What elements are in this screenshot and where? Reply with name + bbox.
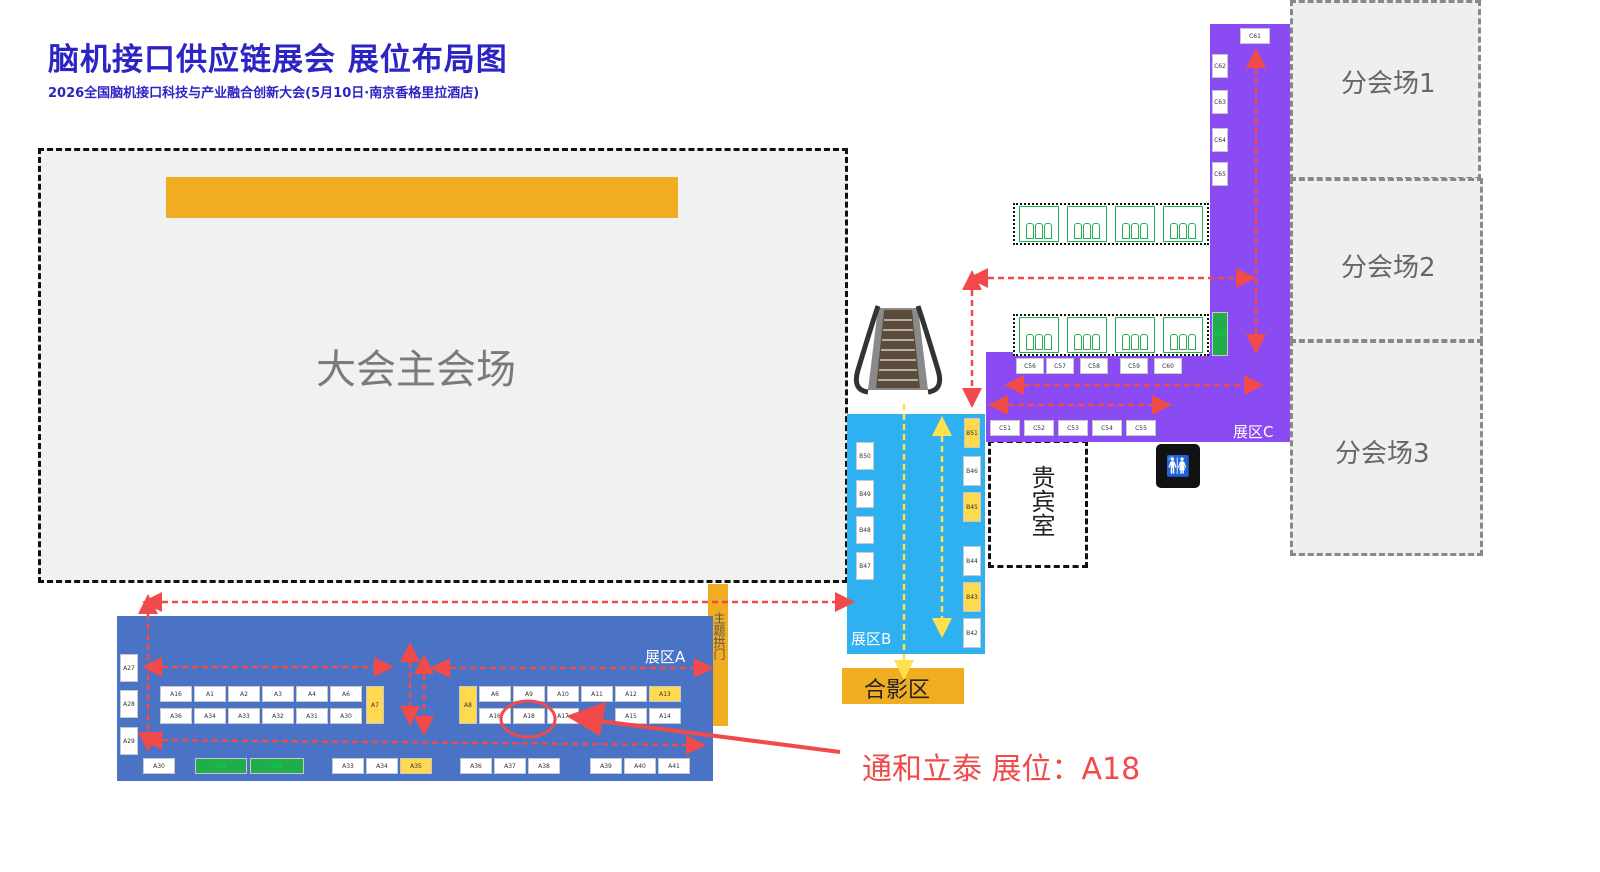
booth-b-top[interactable]: B51 xyxy=(964,418,980,448)
booth-c-51[interactable]: C51 xyxy=(990,420,1020,436)
booth-b-42[interactable]: B42 xyxy=(963,618,981,648)
booth-a-r1r-5[interactable]: A12 xyxy=(615,686,647,702)
booth-c-58[interactable]: C58 xyxy=(1080,358,1108,374)
booth-c-55[interactable]: C55 xyxy=(1126,420,1156,436)
elevator-bank-lower xyxy=(1013,314,1209,356)
booth-b-46[interactable]: B46 xyxy=(963,456,981,486)
booth-a-r1-3[interactable]: A2 xyxy=(228,686,260,702)
vip-room-label: 贵宾室 xyxy=(1027,465,1055,537)
page-title: 脑机接口供应链展会 展位布局图 xyxy=(48,42,508,78)
elevator-icon xyxy=(1163,317,1203,353)
elevator-icon xyxy=(1019,206,1059,242)
booth-a-b6[interactable]: A35 xyxy=(400,758,432,774)
elevator-bank-upper xyxy=(1013,203,1209,245)
booth-c-63[interactable]: C63 xyxy=(1212,90,1228,114)
booth-a-b8[interactable]: A37 xyxy=(494,758,526,774)
booth-b-44[interactable]: B44 xyxy=(963,546,981,576)
booth-a-r1r-3[interactable]: A10 xyxy=(547,686,579,702)
sub-hall-2-label: 分会场2 xyxy=(1341,253,1436,283)
booth-c-60[interactable]: C60 xyxy=(1154,358,1182,374)
booth-c-52[interactable]: C52 xyxy=(1024,420,1054,436)
booth-c-59[interactable]: C59 xyxy=(1120,358,1148,374)
booth-b-48[interactable]: B48 xyxy=(856,516,874,544)
sub-hall-1-label: 分会场1 xyxy=(1341,69,1436,99)
main-stage xyxy=(166,177,678,218)
booth-a-r2-4[interactable]: A32 xyxy=(262,708,294,724)
booth-c-64[interactable]: C64 xyxy=(1212,128,1228,152)
booth-a-r1-5[interactable]: A4 xyxy=(296,686,328,702)
booth-b-49[interactable]: B49 xyxy=(856,480,874,508)
booth-a-27[interactable]: A27 xyxy=(120,654,138,682)
elevator-icon xyxy=(1115,206,1155,242)
booth-a-b1[interactable]: A30 xyxy=(143,758,175,774)
booth-a-b9[interactable]: A38 xyxy=(528,758,560,774)
booth-a-29[interactable]: A29 xyxy=(120,727,138,755)
booth-a-r2r-3[interactable]: A17 xyxy=(547,708,579,724)
zone-b-label: 展区B xyxy=(851,630,892,648)
booth-a-b12[interactable]: A41 xyxy=(658,758,690,774)
booth-a-b3[interactable]: A32 xyxy=(250,758,304,774)
vip-room: 贵宾室 xyxy=(988,440,1088,568)
elevator-icon xyxy=(1115,317,1155,353)
zone-a-label: 展区A xyxy=(645,648,686,666)
booth-a-b2[interactable]: A31 xyxy=(195,758,247,774)
booth-c-57[interactable]: C57 xyxy=(1046,358,1074,374)
booth-a-b11[interactable]: A40 xyxy=(624,758,656,774)
booth-c-56[interactable]: C56 xyxy=(1016,358,1044,374)
elevator-icon xyxy=(1019,317,1059,353)
booth-a-7[interactable]: A7 xyxy=(366,686,384,724)
sub-hall-3-label: 分会场3 xyxy=(1335,439,1430,469)
escalator-icon xyxy=(853,305,943,395)
booth-c-54[interactable]: C54 xyxy=(1092,420,1122,436)
main-hall-label: 大会主会场 xyxy=(316,347,516,393)
booth-a-r2r-1[interactable]: A16 xyxy=(479,708,511,724)
elevator-icon xyxy=(1163,206,1203,242)
booth-a-r2-3[interactable]: A33 xyxy=(228,708,260,724)
booth-a-r1r-6[interactable]: A13 xyxy=(649,686,681,702)
booth-c-green[interactable]: C61 xyxy=(1212,312,1228,356)
sub-hall-1: 分会场1 xyxy=(1290,0,1481,180)
booth-a-r1-6[interactable]: A6 xyxy=(330,686,362,702)
booth-a-r2r-5[interactable]: A14 xyxy=(649,708,681,724)
booth-b-47[interactable]: B47 xyxy=(856,552,874,580)
elevator-icon xyxy=(1067,317,1107,353)
highlight-annotation: 通和立泰 展位：A18 xyxy=(862,752,1141,787)
booth-a-18[interactable]: A18 xyxy=(513,708,545,724)
booth-a-r1-2[interactable]: A1 xyxy=(194,686,226,702)
booth-a-r2-1[interactable]: A36 xyxy=(160,708,192,724)
booth-a-b7[interactable]: A36 xyxy=(460,758,492,774)
booth-a-r2-2[interactable]: A34 xyxy=(194,708,226,724)
booth-c-62[interactable]: C62 xyxy=(1212,54,1228,78)
photo-area: 合影区 xyxy=(842,668,964,704)
booth-b-45[interactable]: B45 xyxy=(963,492,981,522)
booth-a-r1-1[interactable]: A16 xyxy=(160,686,192,702)
booth-a-r1r-4[interactable]: A11 xyxy=(581,686,613,702)
booth-a-r1r-1[interactable]: A6 xyxy=(479,686,511,702)
booth-b-50[interactable]: B50 xyxy=(856,442,874,470)
booth-c-65[interactable]: C65 xyxy=(1212,162,1228,186)
booth-a-b4[interactable]: A33 xyxy=(332,758,364,774)
booth-b-43[interactable]: B43 xyxy=(963,582,981,612)
theme-arch: 主题拱门 xyxy=(708,584,728,726)
booth-a-r1-4[interactable]: A3 xyxy=(262,686,294,702)
booth-a-b5[interactable]: A34 xyxy=(366,758,398,774)
sub-hall-3: 分会场3 xyxy=(1290,340,1483,556)
photo-area-label: 合影区 xyxy=(864,678,931,703)
zone-c-label: 展区C xyxy=(1233,423,1274,441)
booth-a-8[interactable]: A8 xyxy=(459,686,477,724)
sub-hall-2: 分会场2 xyxy=(1290,178,1483,342)
booth-c-top[interactable]: C61 xyxy=(1240,28,1270,44)
booth-a-r2-6[interactable]: A30 xyxy=(330,708,362,724)
booth-c-53[interactable]: C53 xyxy=(1058,420,1088,436)
booth-a-r2-5[interactable]: A31 xyxy=(296,708,328,724)
booth-a-r1r-2[interactable]: A9 xyxy=(513,686,545,702)
booth-a-b10[interactable]: A39 xyxy=(590,758,622,774)
elevator-icon xyxy=(1067,206,1107,242)
page-subtitle: 2026全国脑机接口科技与产业融合创新大会(5月10日·南京香格里拉酒店) xyxy=(48,86,480,101)
booth-a-r2r-4[interactable]: A15 xyxy=(615,708,647,724)
main-hall: 大会主会场 xyxy=(38,148,848,583)
restroom-icon: 🚻 xyxy=(1156,444,1200,488)
booth-a-28[interactable]: A28 xyxy=(120,690,138,718)
theme-arch-label: 主题拱门 xyxy=(712,612,726,660)
